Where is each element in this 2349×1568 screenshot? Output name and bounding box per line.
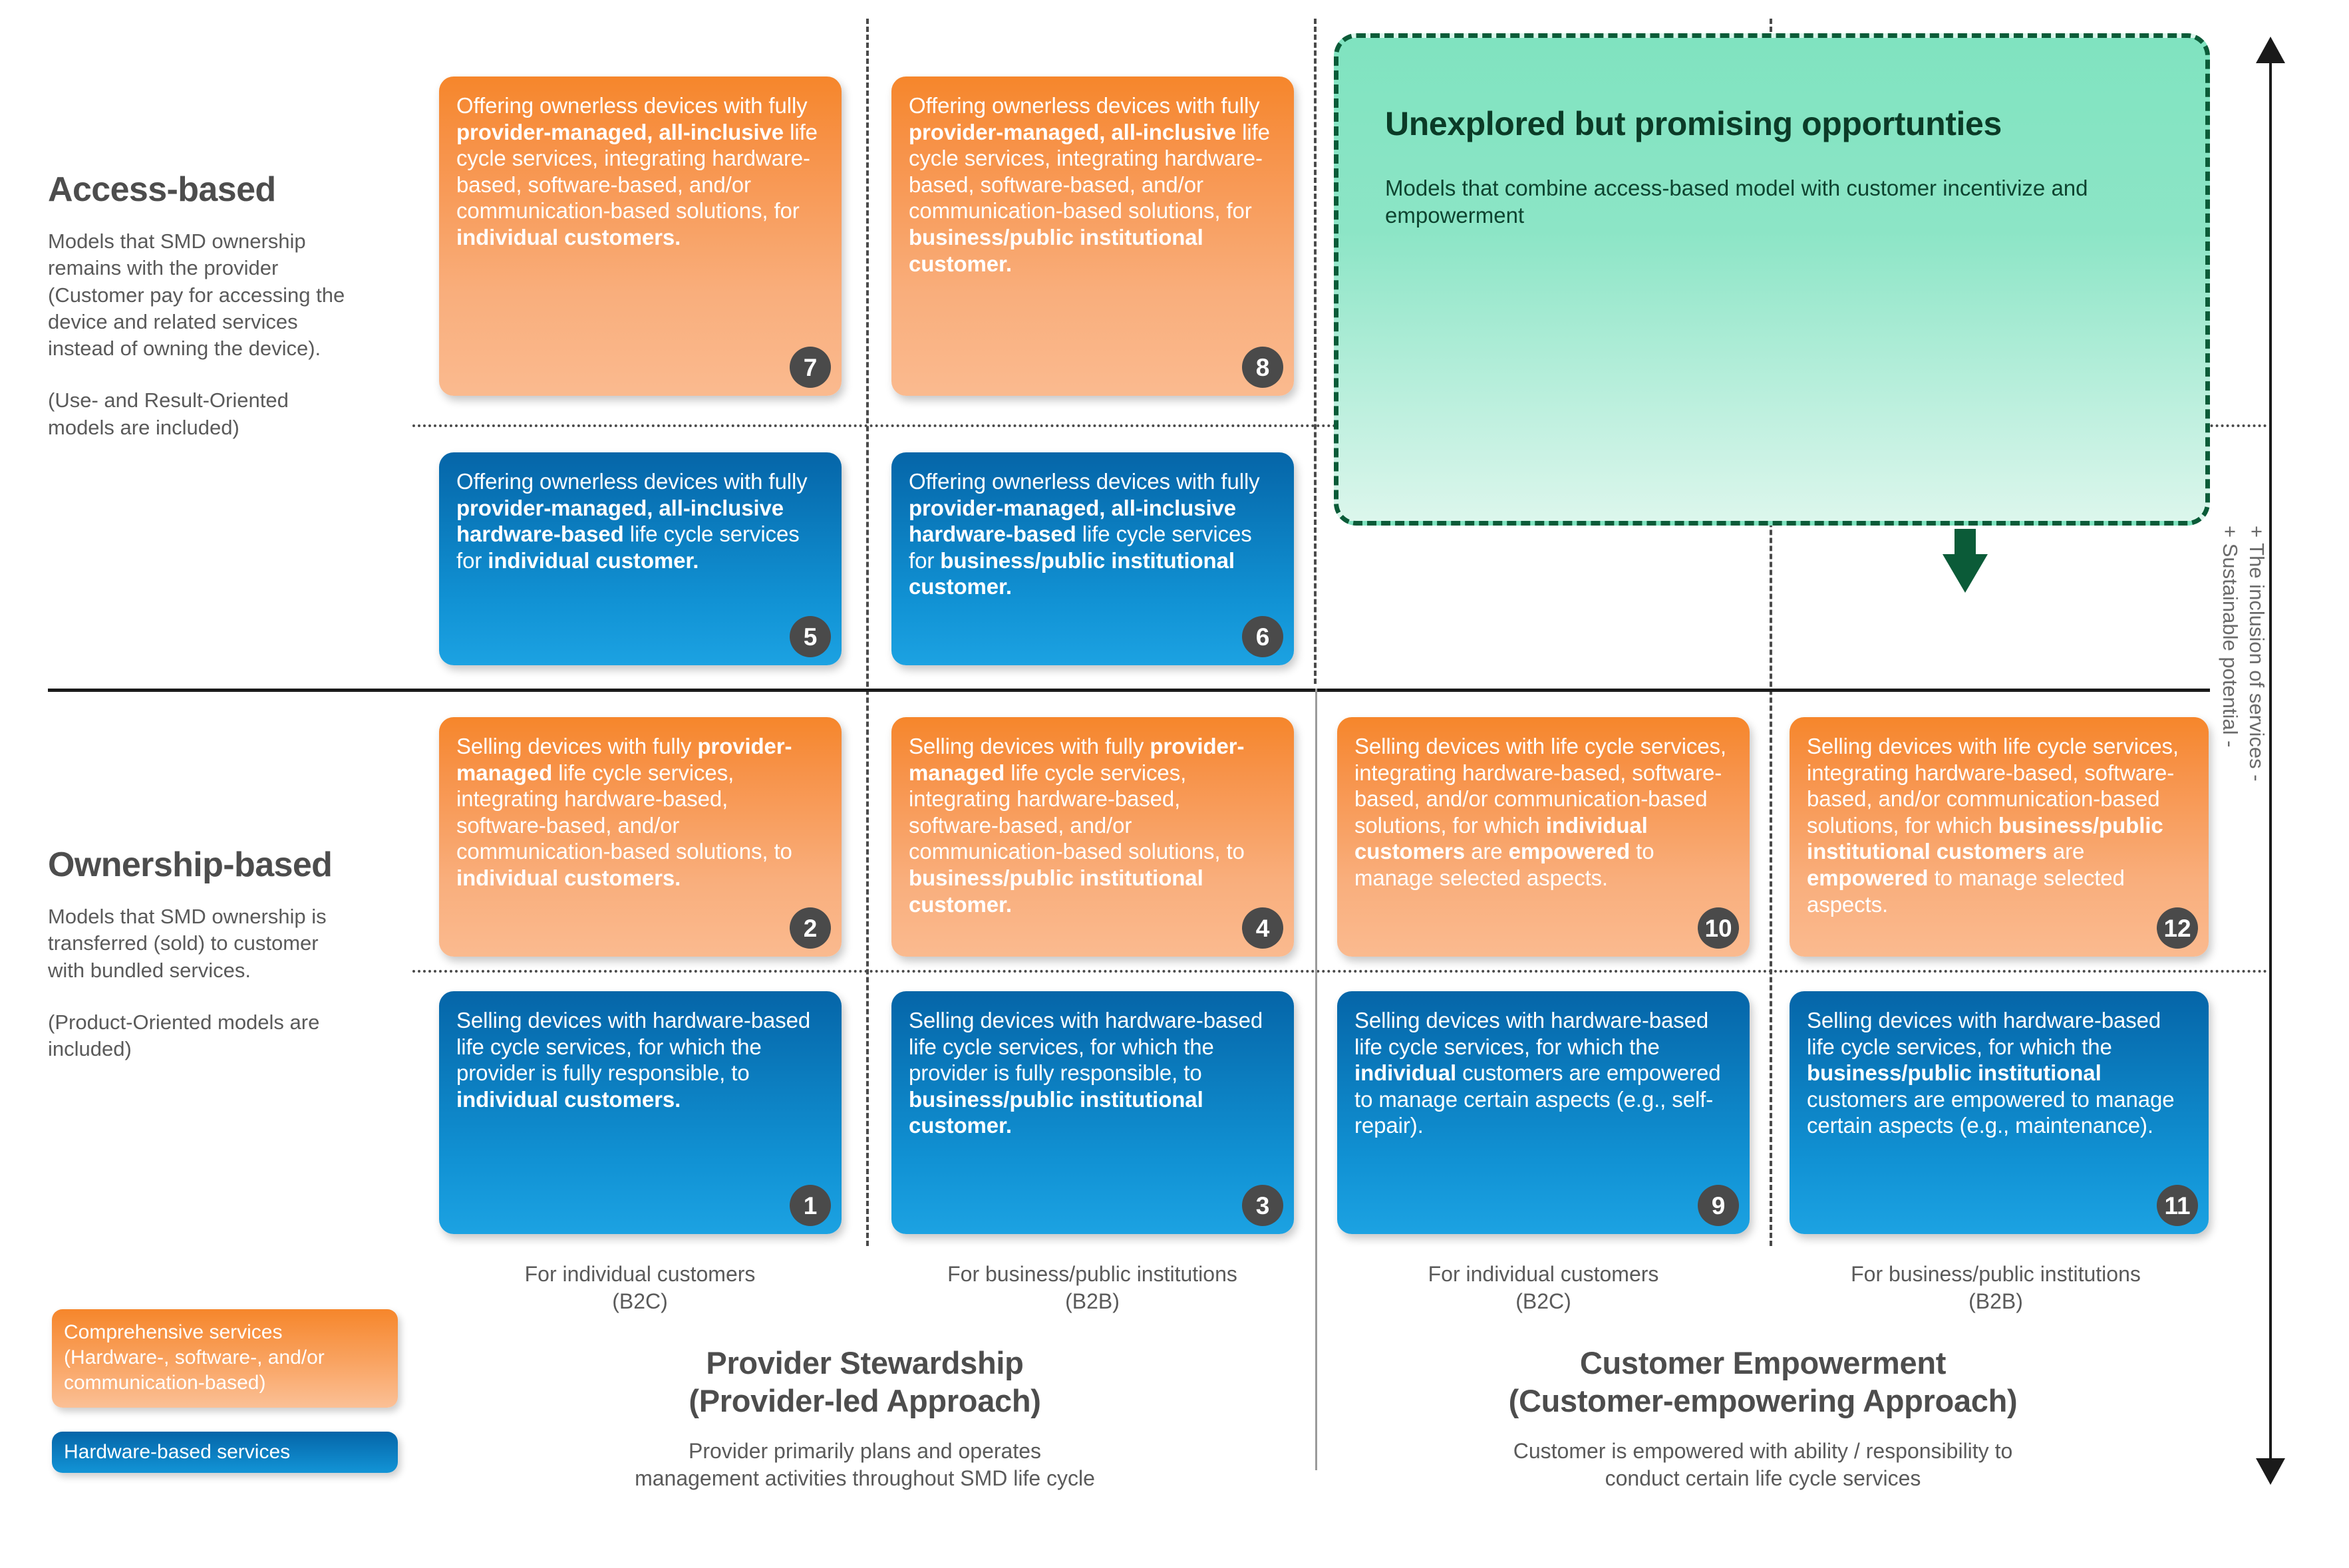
model-card-11[interactable]: Selling devices with hardware-based life…	[1790, 991, 2209, 1234]
model-card-10[interactable]: Selling devices with life cycle services…	[1337, 717, 1750, 957]
model-card-6[interactable]: Offering ownerless devices with fully pr…	[891, 452, 1294, 665]
model-card-9-text: Selling devices with hardware-based life…	[1354, 1008, 1721, 1138]
model-card-6-text: Offering ownerless devices with fully pr…	[909, 469, 1260, 599]
model-card-4[interactable]: Selling devices with fully provider-mana…	[891, 717, 1294, 957]
row-header-access: Access-based Models that SMD ownership r…	[48, 170, 361, 441]
row-note-ownership: (Product-Oriented models are included)	[48, 1010, 320, 1061]
approach-2-sub-line2: conduct certain life cycle services	[1605, 1466, 1921, 1491]
model-card-8-number: 8	[1242, 347, 1283, 388]
model-card-3-number: 3	[1242, 1185, 1283, 1226]
opportunity-box: Unexplored but promising opportunties Mo…	[1334, 33, 2210, 526]
column-caption-4: For business/public institutions (B2B)	[1796, 1261, 2195, 1315]
arrow-up-icon	[2256, 37, 2285, 63]
model-card-7[interactable]: Offering ownerless devices with fully pr…	[439, 77, 842, 396]
model-card-11-text: Selling devices with hardware-based life…	[1807, 1008, 2175, 1138]
legend-hardware-services: Hardware-based services	[52, 1432, 398, 1473]
model-card-1-text: Selling devices with hardware-based life…	[456, 1008, 811, 1112]
column-caption-3: For individual customers (B2C)	[1344, 1261, 1743, 1315]
legend-comprehensive-services: Comprehensive services (Hardware-, softw…	[52, 1309, 398, 1408]
approach-1-sub-line2: management activities throughout SMD lif…	[635, 1466, 1095, 1491]
column-caption-2-line1: For business/public institutions	[947, 1262, 1237, 1286]
arrow-down-icon	[2256, 1458, 2285, 1485]
model-card-8[interactable]: Offering ownerless devices with fully pr…	[891, 77, 1294, 396]
model-card-3-text: Selling devices with hardware-based life…	[909, 1008, 1263, 1138]
model-card-2-number: 2	[790, 907, 831, 949]
legend-comprehensive-label: Comprehensive services (Hardware-, softw…	[64, 1321, 325, 1394]
model-card-9[interactable]: Selling devices with hardware-based life…	[1337, 991, 1750, 1234]
approach-customer-empowerment: Customer Empowerment (Customer-empowerin…	[1337, 1344, 2189, 1493]
model-card-6-number: 6	[1242, 616, 1283, 657]
divider-mid-vertical	[1315, 689, 1317, 1470]
model-card-7-number: 7	[790, 347, 831, 388]
row-desc-ownership: Models that SMD ownership is transferred…	[48, 905, 327, 982]
column-caption-1-line2: (B2C)	[612, 1289, 668, 1313]
row-header-ownership: Ownership-based Models that SMD ownershi…	[48, 845, 361, 1062]
column-caption-3-line1: For individual customers	[1428, 1262, 1659, 1286]
opportunity-body: Models that combine access-based model w…	[1385, 176, 2088, 228]
column-caption-2: For business/public institutions (B2B)	[893, 1261, 1292, 1315]
row-title-ownership: Ownership-based	[48, 846, 333, 884]
divider-major-horizontal	[48, 689, 2210, 692]
model-card-2-text: Selling devices with fully provider-mana…	[456, 734, 792, 890]
axis-line	[2269, 59, 2272, 1462]
approach-1-title-line1: Provider Stewardship	[706, 1345, 1024, 1380]
axis-label-inclusion-of-services: + The inclusion of services -	[2245, 526, 2269, 782]
model-card-12[interactable]: Selling devices with life cycle services…	[1790, 717, 2209, 957]
model-card-1-number: 1	[790, 1185, 831, 1226]
model-card-7-text: Offering ownerless devices with fully pr…	[456, 93, 818, 249]
divider-horizontal-ownership	[412, 970, 2269, 973]
approach-1-sub-line1: Provider primarily plans and operates	[688, 1438, 1042, 1463]
model-card-5[interactable]: Offering ownerless devices with fully pr…	[439, 452, 842, 665]
column-caption-1: For individual customers (B2C)	[440, 1261, 840, 1315]
row-note-access: (Use- and Result-Oriented models are inc…	[48, 389, 289, 439]
column-caption-3-line2: (B2C)	[1515, 1289, 1571, 1313]
divider-vertical-col1	[866, 19, 869, 1246]
model-card-9-number: 9	[1698, 1185, 1739, 1226]
opportunity-title: Unexplored but promising opportunties	[1385, 105, 2002, 142]
model-card-5-number: 5	[790, 616, 831, 657]
model-card-5-text: Offering ownerless devices with fully pr…	[456, 469, 808, 573]
approach-2-title-line1: Customer Empowerment	[1579, 1345, 1947, 1380]
model-card-3[interactable]: Selling devices with hardware-based life…	[891, 991, 1294, 1234]
model-card-12-text: Selling devices with life cycle services…	[1807, 734, 2179, 917]
column-caption-4-line2: (B2B)	[1968, 1289, 2023, 1313]
row-title-access: Access-based	[48, 170, 276, 209]
model-card-1[interactable]: Selling devices with hardware-based life…	[439, 991, 842, 1234]
approach-2-title-line2: (Customer-empowering Approach)	[1508, 1383, 2018, 1419]
column-caption-2-line2: (B2B)	[1065, 1289, 1120, 1313]
divider-vertical-col3	[1770, 19, 1772, 1246]
divider-vertical-col2	[1314, 19, 1317, 684]
approach-2-sub-line1: Customer is empowered with ability / res…	[1513, 1438, 2013, 1463]
column-caption-4-line1: For business/public institutions	[1851, 1262, 2141, 1286]
legend-hardware-label: Hardware-based services	[64, 1441, 291, 1464]
model-card-2[interactable]: Selling devices with fully provider-mana…	[439, 717, 842, 957]
model-card-10-text: Selling devices with life cycle services…	[1354, 734, 1726, 890]
model-card-10-number: 10	[1698, 907, 1739, 949]
model-card-8-text: Offering ownerless devices with fully pr…	[909, 93, 1270, 276]
model-card-4-number: 4	[1242, 907, 1283, 949]
row-desc-access: Models that SMD ownership remains with t…	[48, 230, 345, 361]
model-card-11-number: 11	[2157, 1185, 2198, 1226]
axis-label-sustainable-potential: + Sustainable potential -	[2219, 526, 2242, 748]
model-card-12-number: 12	[2157, 907, 2198, 949]
model-card-4-text: Selling devices with fully provider-mana…	[909, 734, 1245, 917]
column-caption-1-line1: For individual customers	[524, 1262, 756, 1286]
approach-provider-stewardship: Provider Stewardship (Provider-led Appro…	[439, 1344, 1291, 1493]
approach-1-title-line2: (Provider-led Approach)	[689, 1383, 1041, 1419]
